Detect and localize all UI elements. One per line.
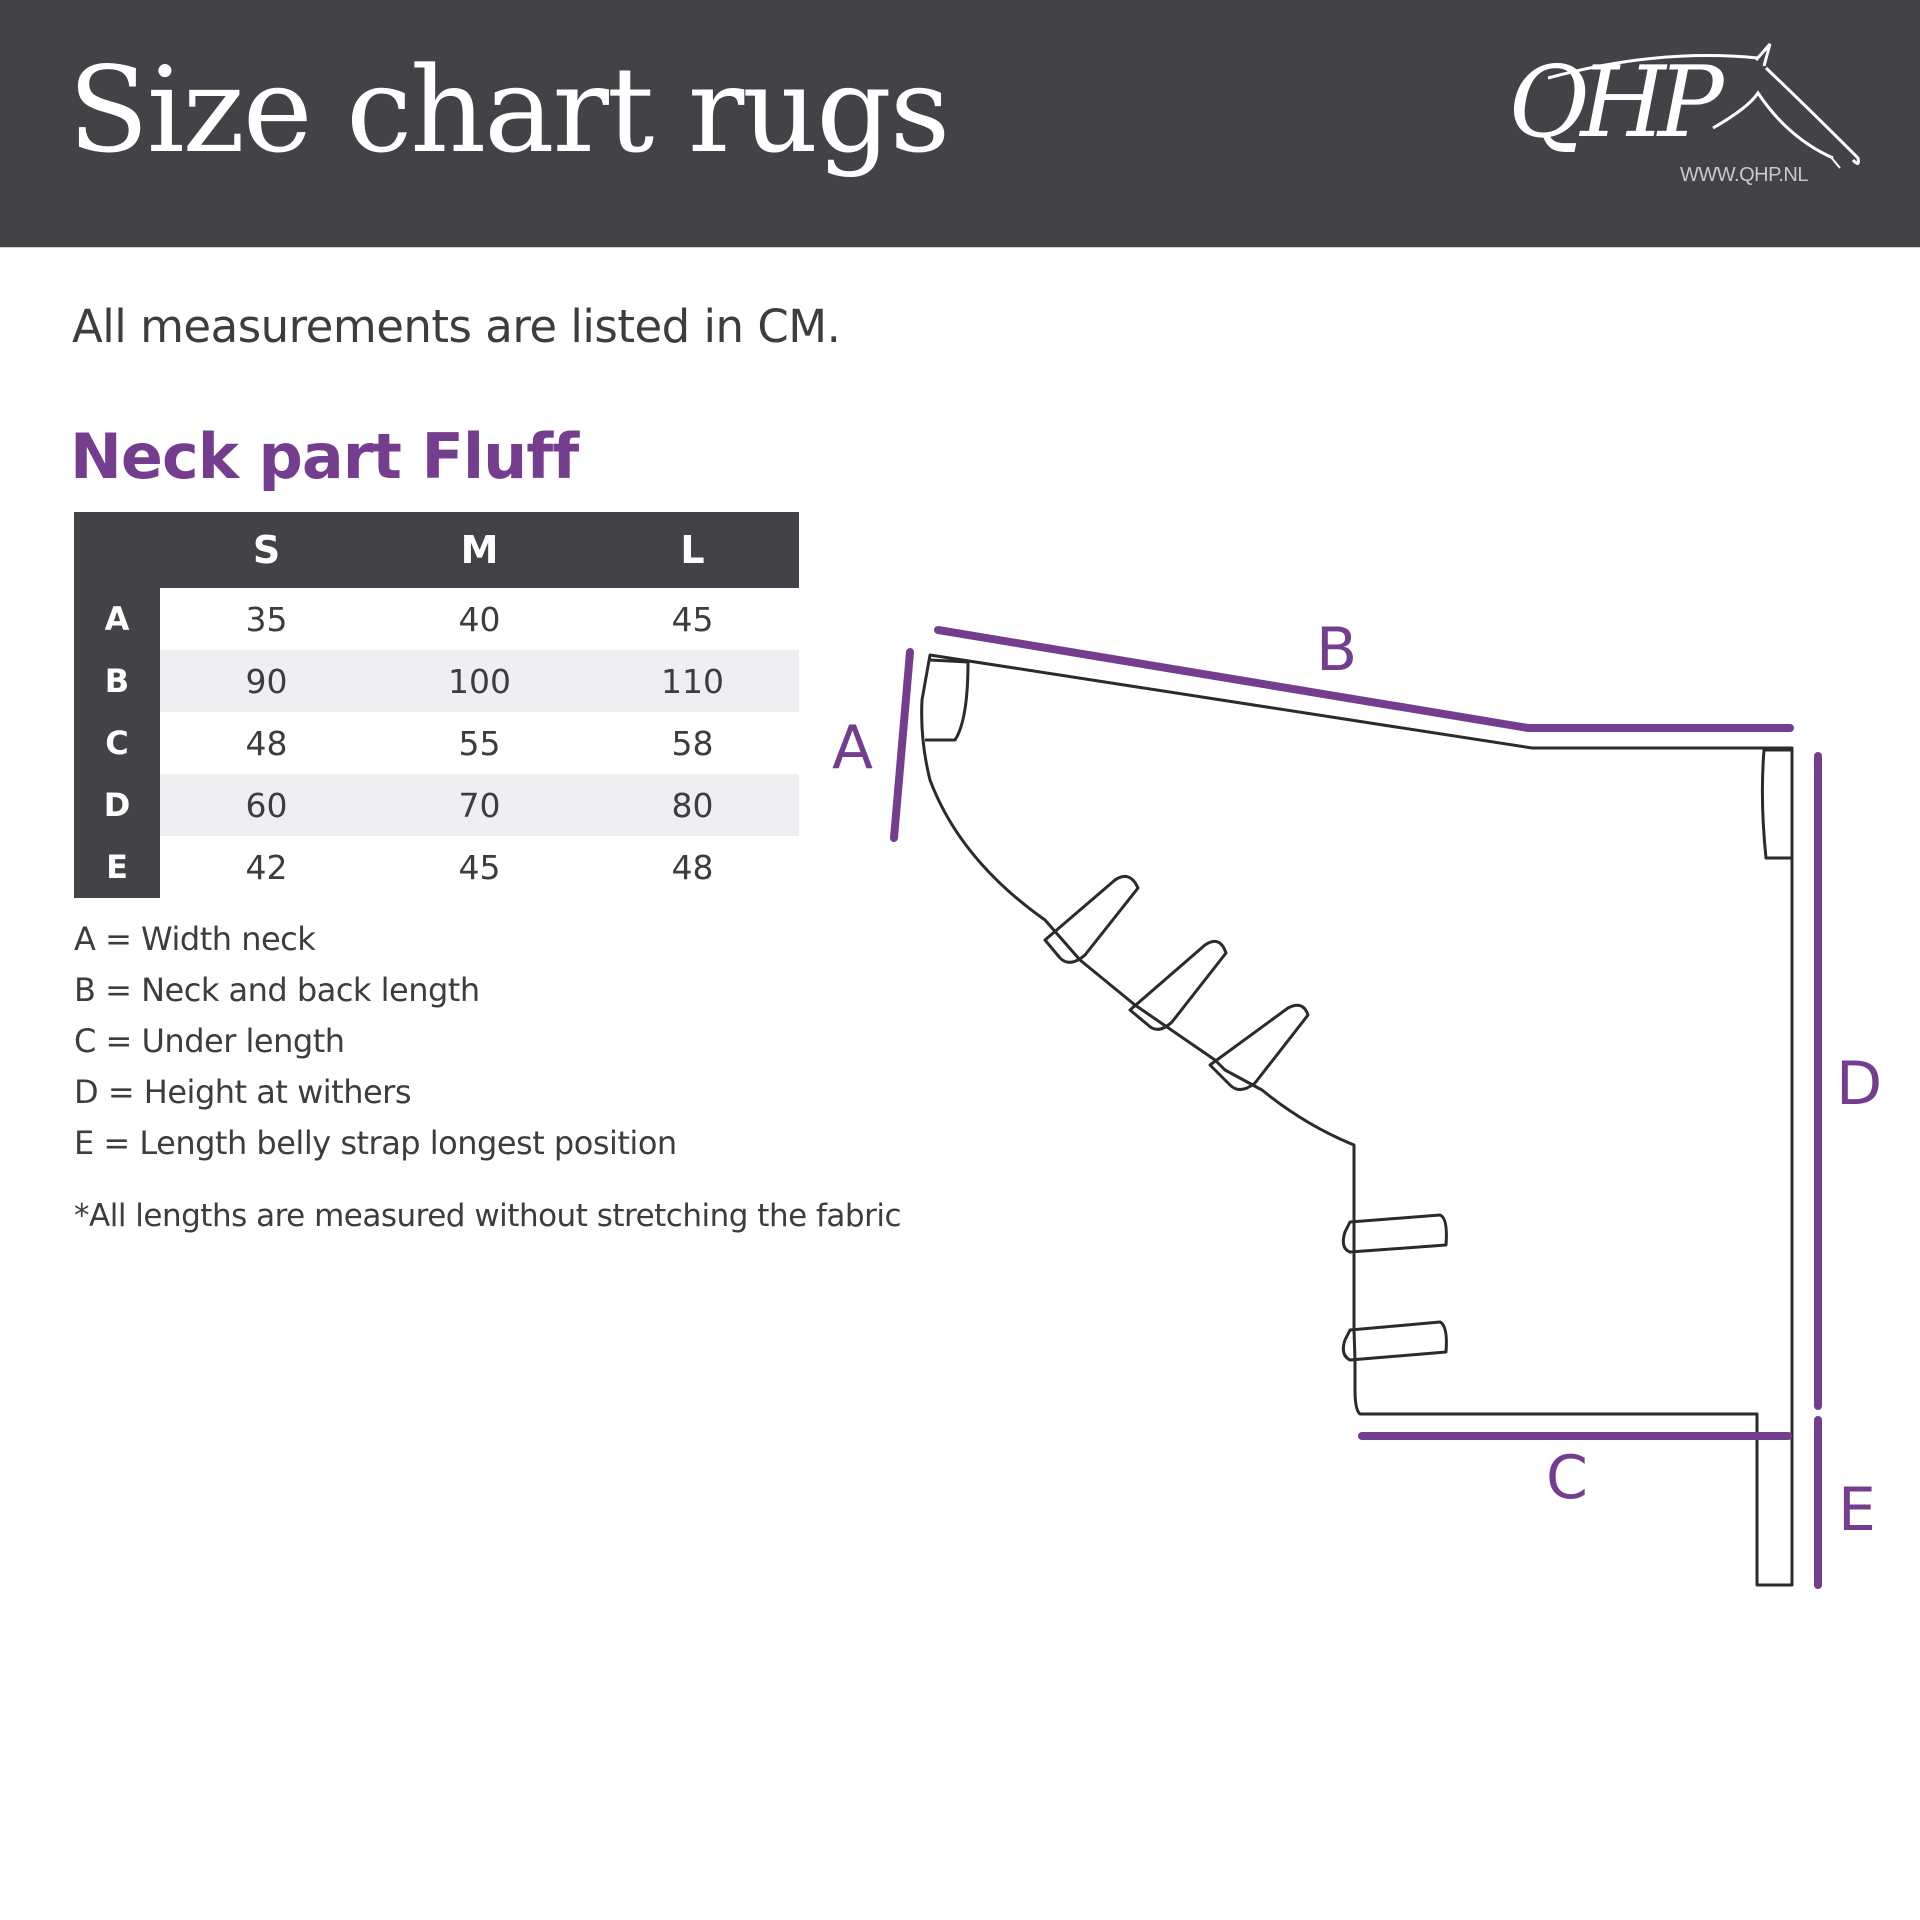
row-key: B [74, 650, 160, 712]
footnote: *All lengths are measured without stretc… [74, 1198, 902, 1234]
header-banner: Size chart rugs QHP WWW.QHP.NL [0, 0, 1920, 248]
table-cell: 45 [671, 599, 714, 639]
table-cell: 48 [245, 723, 288, 763]
table-cell: 80 [586, 774, 799, 836]
table-row: B 90 100 110 [74, 650, 799, 712]
legend-item-c: C = Under length [74, 1022, 345, 1060]
row-key: C [74, 712, 160, 774]
table-cell: 60 [160, 774, 373, 836]
table-row: D 60 70 80 [74, 774, 799, 836]
logo-url: WWW.QHP.NL [1680, 164, 1808, 186]
section-title: Neck part Fluff [70, 420, 579, 493]
legend-item-b: B = Neck and back length [74, 971, 480, 1009]
size-table: S M L A 35 40 45 B 90 100 110 C 48 55 58… [74, 512, 799, 898]
table-cell: 40 [458, 599, 501, 639]
table-cell: 70 [373, 774, 586, 836]
table-cell: 58 [671, 723, 714, 763]
table-cell: 100 [373, 650, 586, 712]
row-key: A [74, 588, 160, 650]
rug-outline [920, 653, 1794, 1587]
column-header-s: S [160, 512, 373, 588]
table-cell: 42 [245, 847, 288, 887]
dimension-lines [890, 626, 1822, 1589]
dimension-line-a [890, 648, 914, 842]
column-header-l: L [586, 512, 799, 588]
column-header-m: M [373, 512, 586, 588]
table-cell: 48 [671, 847, 714, 887]
table-row: A 35 40 45 [74, 588, 799, 650]
table-cell: 45 [458, 847, 501, 887]
logo-brand: QHP [1508, 46, 1724, 160]
qhp-logo: QHP WWW.QHP.NL [1508, 38, 1868, 198]
dimension-label-b: B [1316, 615, 1357, 685]
table-row: E 42 45 48 [74, 836, 799, 898]
row-key: D [74, 774, 160, 836]
dimension-label-c: C [1546, 1443, 1588, 1513]
dimension-label-e: E [1838, 1475, 1876, 1545]
measurement-legend: A = Width neck B = Neck and back length … [74, 914, 677, 1169]
row-key: E [74, 836, 160, 898]
table-row: C 48 55 58 [74, 712, 799, 774]
table-cell: 110 [586, 650, 799, 712]
table-cell: 90 [160, 650, 373, 712]
dimension-line-b [934, 626, 1794, 732]
page-title: Size chart rugs [68, 41, 950, 179]
table-cell: 55 [458, 723, 501, 763]
table-cell: 35 [245, 599, 288, 639]
dimension-label-a: A [832, 713, 873, 783]
table-header-row: S M L [74, 512, 799, 588]
legend-item-a: A = Width neck [74, 920, 316, 958]
legend-item-d: D = Height at withers [74, 1073, 411, 1111]
units-note: All measurements are listed in CM. [72, 300, 841, 353]
table-corner [74, 512, 160, 588]
dimension-label-d: D [1836, 1049, 1882, 1119]
horse-head-icon [1547, 43, 1860, 169]
legend-item-e: E = Length belly strap longest position [74, 1124, 677, 1162]
